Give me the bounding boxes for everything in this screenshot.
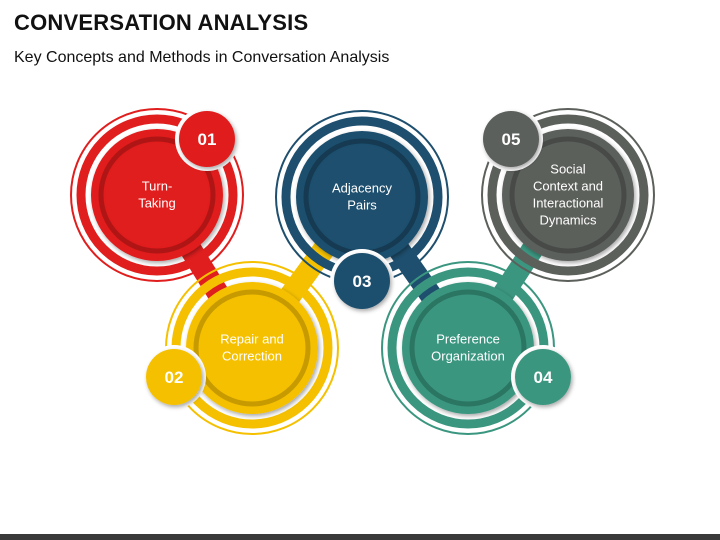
concept-label-line: Pairs — [347, 198, 377, 213]
badge-disc — [483, 111, 539, 167]
concept-label-line: Social — [550, 162, 586, 177]
inner-ring — [509, 136, 627, 254]
concept-label-line: Interactional — [533, 196, 604, 211]
number-badge: 05 — [479, 107, 543, 171]
concept-label-line: Turn- — [142, 179, 173, 194]
inner-ring — [409, 289, 527, 407]
concept-node-01: Turn- Taking 01 — [70, 107, 244, 282]
footer-bar — [0, 534, 720, 540]
inner-disc — [516, 143, 620, 247]
outer-ring — [481, 108, 655, 282]
concept-label: Turn- Taking — [138, 179, 176, 211]
number-badge: 03 — [330, 249, 394, 313]
concept-label-line: Repair and — [220, 332, 284, 347]
concept-label-line: Correction — [222, 349, 282, 364]
thick-ring — [76, 114, 238, 276]
number-badge: 02 — [142, 345, 206, 409]
number-badge: 01 — [175, 107, 239, 171]
concept-label-line: Taking — [138, 196, 176, 211]
concept-label-line: Organization — [431, 349, 505, 364]
inner-disc — [200, 296, 304, 400]
badge-number: 03 — [353, 272, 372, 291]
badge-disc — [515, 349, 571, 405]
inner-disc — [105, 143, 209, 247]
outer-ring — [70, 108, 244, 282]
page-title: CONVERSATION ANALYSIS — [14, 10, 309, 35]
badge-disc — [179, 111, 235, 167]
badge-number: 01 — [198, 130, 217, 149]
badge-number: 02 — [165, 368, 184, 387]
page-subtitle: Key Concepts and Methods in Conversation… — [14, 49, 390, 66]
concept-label-line: Adjacency — [332, 181, 392, 196]
badge-disc — [334, 253, 390, 309]
concept-label-line: Dynamics — [539, 213, 597, 228]
badge-disc — [146, 349, 202, 405]
thick-ring — [487, 114, 649, 276]
concept-label-line: Context and — [533, 179, 603, 194]
inner-ring — [193, 289, 311, 407]
inner-ring — [98, 136, 216, 254]
concept-label-line: Preference — [436, 332, 500, 347]
badge-number: 05 — [502, 130, 521, 149]
badge-number: 04 — [534, 368, 553, 387]
inner-disc — [310, 145, 414, 249]
number-badge: 04 — [511, 345, 575, 409]
inner-disc — [416, 296, 520, 400]
